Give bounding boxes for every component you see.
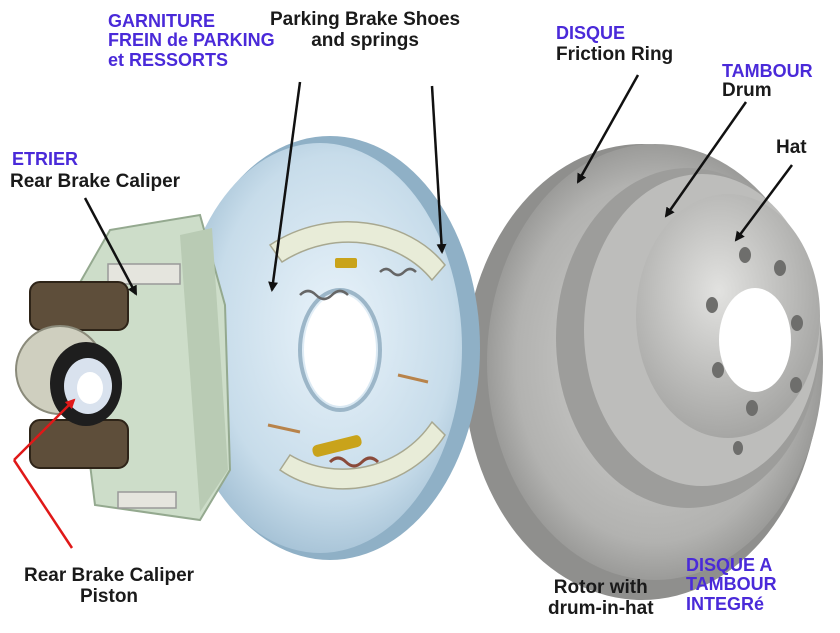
label-tambour-fr: TAMBOUR <box>722 61 813 81</box>
label-garniture-line3: et RESSORTS <box>108 49 229 70</box>
caliper-bracket-pad <box>107 263 181 285</box>
center-bore <box>719 288 791 392</box>
caliper-bracket-pad <box>117 491 177 509</box>
lug-hole <box>712 362 724 378</box>
slide-pin-lower <box>29 419 129 469</box>
label-rotor-line2: drum-in-hat <box>548 597 654 619</box>
caliper-illustration <box>15 213 232 522</box>
lug-hole <box>774 260 786 276</box>
return-spring <box>379 267 417 277</box>
arrow-piston <box>13 398 76 461</box>
shoe-clip <box>335 258 357 268</box>
arrow-parking-springs <box>430 85 447 254</box>
lug-hole <box>706 297 718 313</box>
adjuster-spring <box>328 456 380 468</box>
lug-hole <box>733 441 743 455</box>
arrow-hat <box>734 164 794 242</box>
label-rear-brake-caliper: Rear Brake Caliper <box>10 171 181 192</box>
label-garniture-line2: FREIN de PARKING <box>108 30 275 51</box>
lug-hole <box>746 400 758 416</box>
label-hat: Hat <box>776 137 807 158</box>
arrow-caliper <box>83 197 138 296</box>
label-disque-tambour-line2: TAMBOUR <box>686 574 777 595</box>
return-spring <box>299 289 349 301</box>
lug-hole <box>739 247 751 263</box>
label-disque-tambour-fr: DISQUE A TAMBOUR INTEGRé <box>686 555 777 614</box>
label-drum: Drum <box>722 80 772 101</box>
label-parking-line1: Parking Brake Shoes <box>270 9 461 30</box>
label-disque-fr: DISQUE <box>556 23 626 43</box>
label-garniture-fr: GARNITURE FREIN de PARKING et RESSORTS <box>108 11 275 70</box>
label-caliper-piston: Rear Brake Caliper Piston <box>24 565 195 607</box>
adjuster-screw <box>312 435 362 457</box>
label-rotor-line1: Rotor with <box>553 577 648 598</box>
hold-down-pin <box>397 373 429 384</box>
label-rotor-drum-in-hat: Rotor with drum-in-hat <box>548 577 654 619</box>
label-disque-tambour-line1: DISQUE A <box>686 555 773 575</box>
lug-hole <box>790 377 802 393</box>
hub-opening <box>304 294 376 406</box>
label-piston-line2: Piston <box>79 585 139 607</box>
arrow-friction-ring <box>576 74 640 184</box>
arrow-piston-stem <box>12 459 74 549</box>
lug-hole <box>791 315 803 331</box>
label-parking-line2: and springs <box>311 29 419 51</box>
arrow-drum <box>664 101 748 218</box>
arrow-parking-shoes <box>268 81 302 292</box>
label-garniture-line1: GARNITURE <box>108 11 215 31</box>
label-piston-line1: Rear Brake Caliper <box>24 565 195 586</box>
slide-pin-upper <box>29 281 129 331</box>
rotor-illustration <box>464 144 823 600</box>
callout-arrows <box>12 74 794 549</box>
label-disque-tambour-line3: INTEGRé <box>686 593 765 614</box>
hold-down-pin <box>267 423 301 434</box>
label-etrier-fr: ETRIER <box>12 149 79 169</box>
parking-brake-shoes-illustration <box>267 221 446 490</box>
label-parking-brake-shoes: Parking Brake Shoes and springs <box>270 9 461 51</box>
label-friction-ring: Friction Ring <box>556 44 674 65</box>
